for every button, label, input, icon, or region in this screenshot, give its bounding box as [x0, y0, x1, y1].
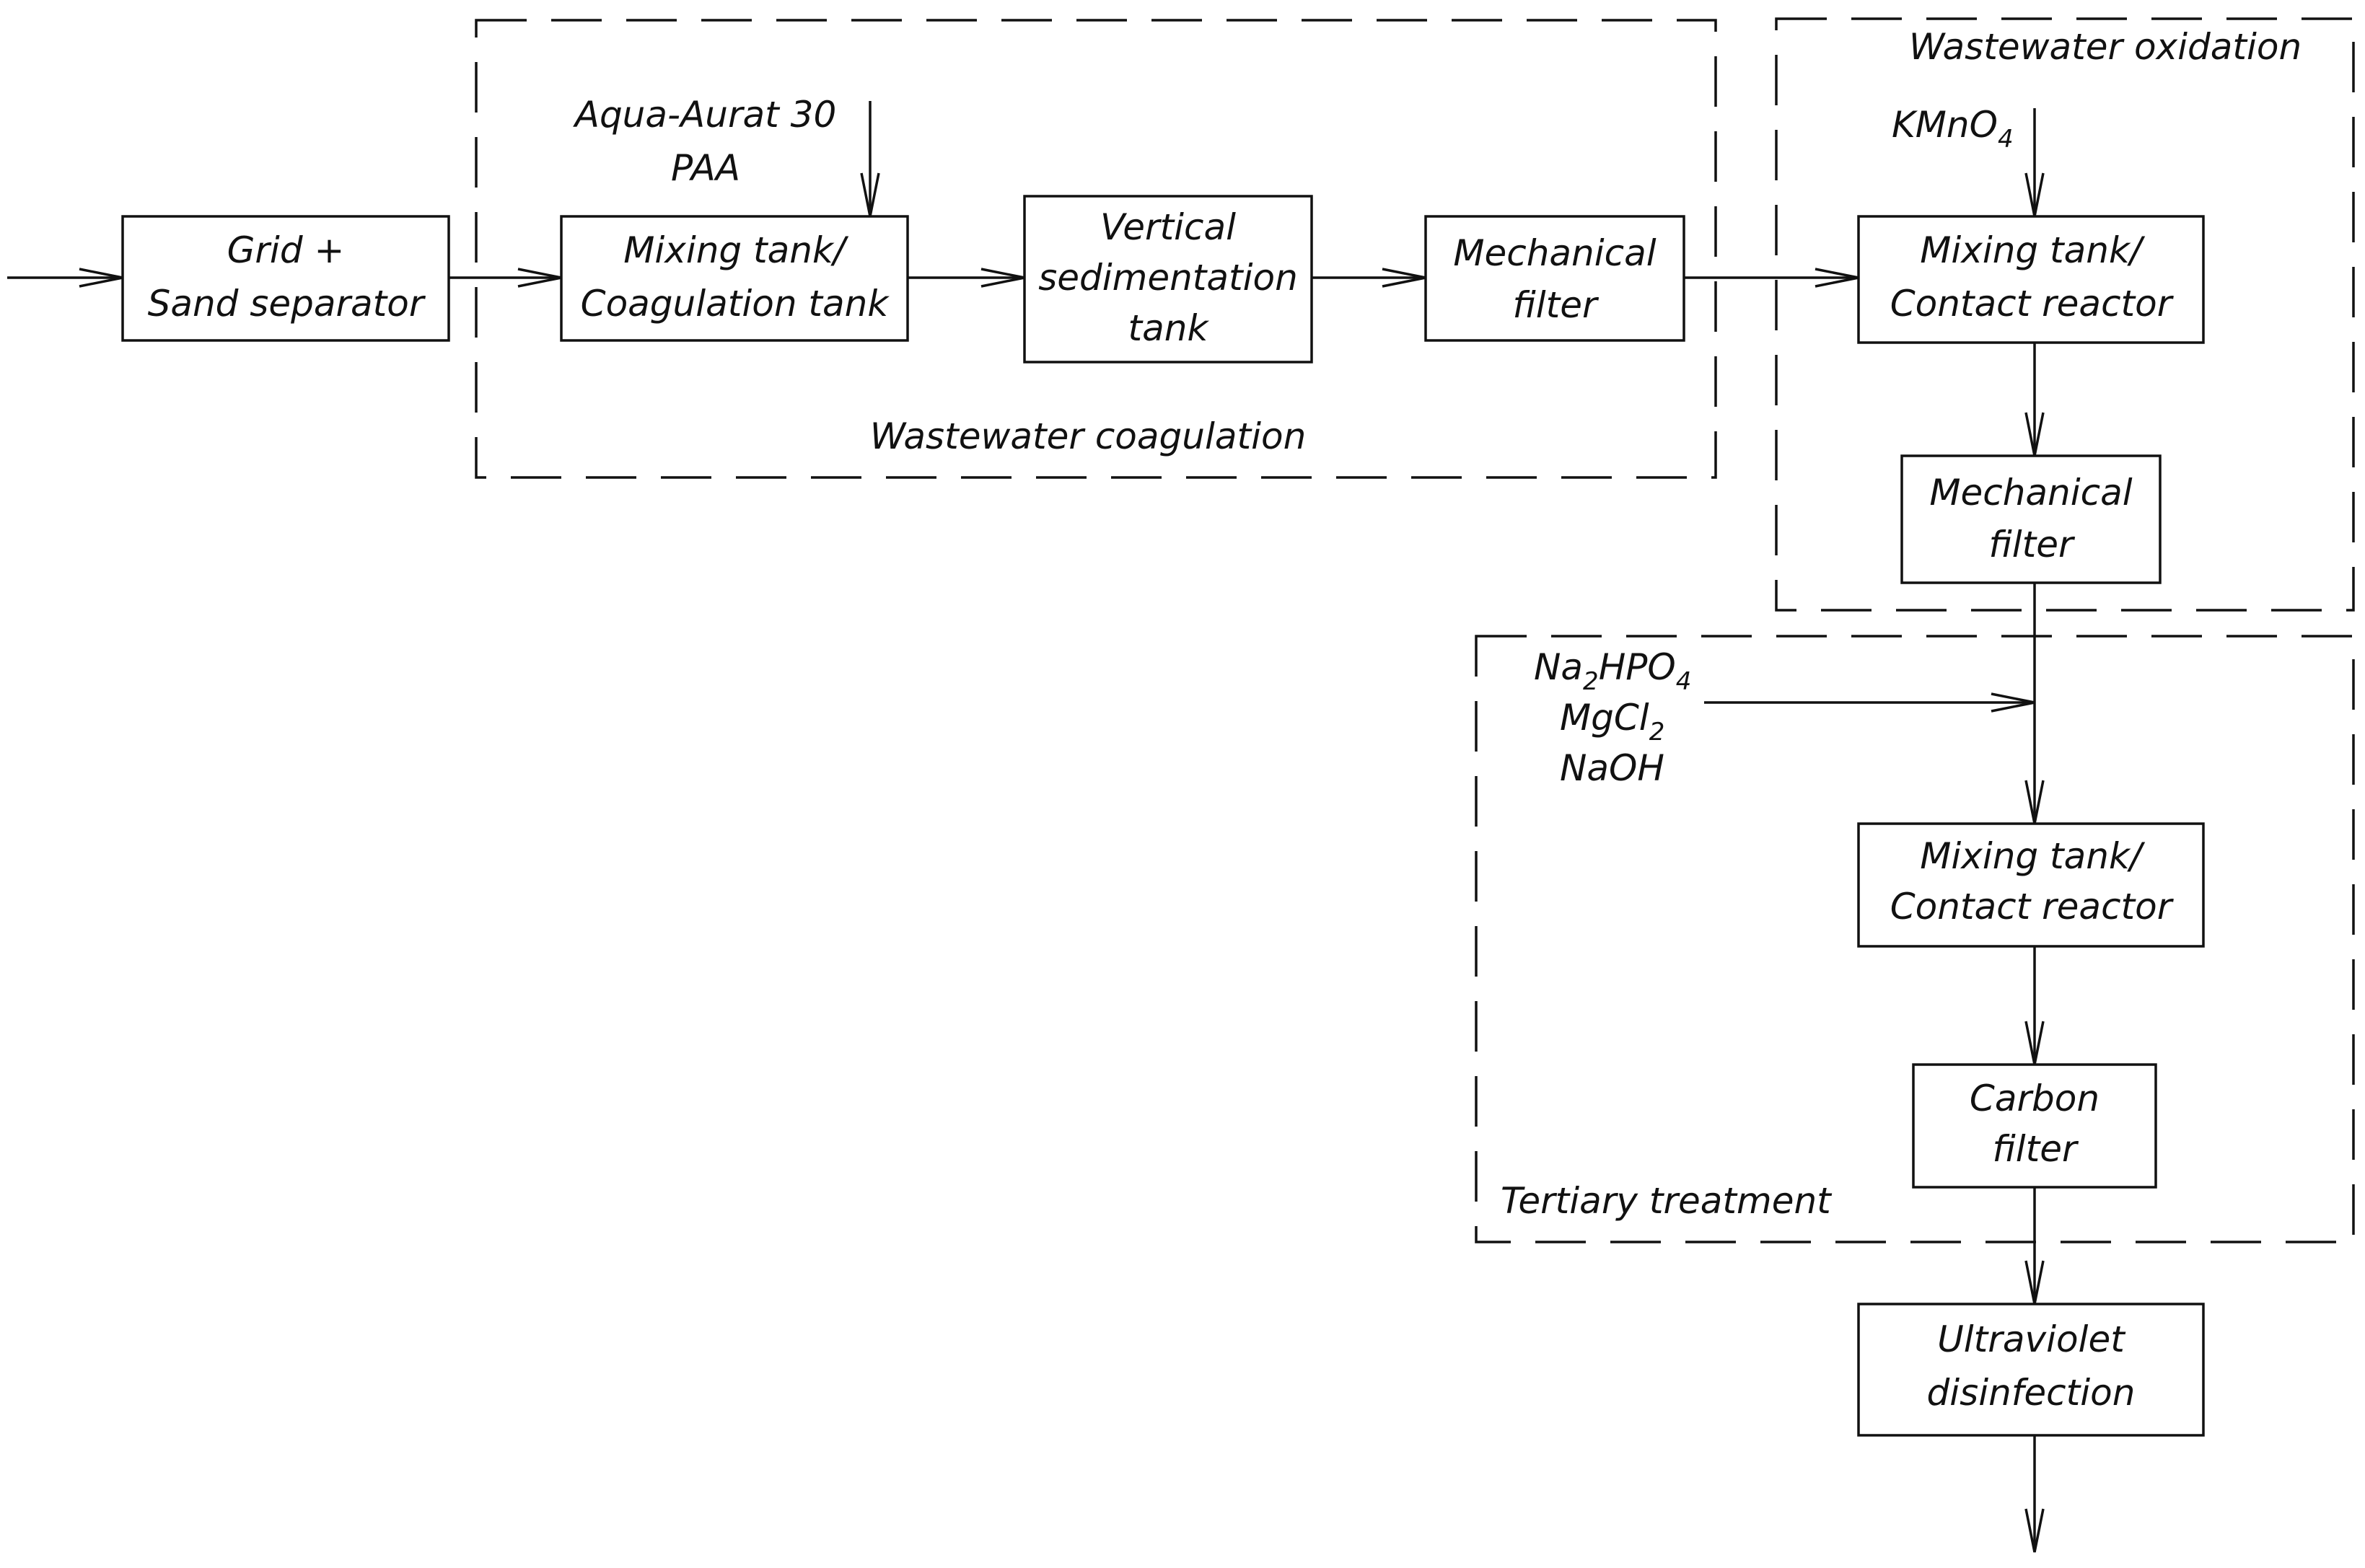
box-ultraviolet-disinfection: Ultraviolet disinfection: [1857, 1303, 2205, 1437]
box-mechanical-filter-1-line2: filter: [1512, 284, 1600, 326]
box-mixing-contact-reactor-2: Mixing tank/ Contact reactor: [1857, 822, 2205, 948]
reagent-na2hpo4-sub2: 4: [1676, 667, 1692, 696]
box-vertical-sedimentation-tank-line2: sedimentation: [1038, 257, 1298, 299]
box-grid-sand-separator-line2: Sand separator: [148, 283, 426, 325]
box-mixing-coagulation-tank-line2: Coagulation tank: [581, 283, 890, 325]
reagent-na2hpo4-sub1: 2: [1583, 667, 1599, 696]
box-mixing-contact-reactor-2-line1: Mixing tank/: [1920, 835, 2146, 877]
box-grid-sand-separator: Grid + Sand separator: [121, 215, 450, 342]
box-carbon-filter-line1: Carbon: [1970, 1078, 2099, 1119]
group-label-tertiary-treatment: Tertiary treatment: [1501, 1180, 1833, 1222]
reagent-na2hpo4-part2: HPO: [1599, 646, 1676, 688]
box-mechanical-filter-1-line1: Mechanical: [1453, 232, 1656, 274]
group-tertiary-treatment: [1475, 635, 2355, 1243]
box-vertical-sedimentation-tank-line3: tank: [1128, 307, 1210, 349]
box-ultraviolet-disinfection-line2: disinfection: [1927, 1372, 2136, 1414]
reagent-mgcl2: MgCl2: [1560, 697, 1664, 746]
arrowheads: [79, 172, 2045, 1553]
group-label-wastewater-oxidation: Wastewater oxidation: [1909, 26, 2302, 68]
box-mechanical-filter-2-line2: filter: [1988, 524, 2076, 565]
box-mechanical-filter-2: Mechanical filter: [1900, 454, 2162, 584]
box-mixing-contact-reactor-1-line1: Mixing tank/: [1920, 229, 2146, 271]
box-vertical-sedimentation-tank-line1: Vertical: [1100, 206, 1236, 248]
box-mixing-contact-reactor-1: Mixing tank/ Contact reactor: [1857, 215, 2205, 344]
box-mixing-contact-reactor-2-line2: Contact reactor: [1890, 886, 2175, 928]
group-wastewater-coagulation: [475, 19, 1717, 479]
reagent-kmno4-base: KMnO: [1892, 104, 1998, 146]
box-mixing-contact-reactor-1-line2: Contact reactor: [1890, 283, 2175, 325]
arrow-right-tertiary-dose: [1991, 692, 2035, 713]
box-mixing-coagulation-tank: Mixing tank/ Coagulation tank: [560, 215, 909, 342]
reagent-kmno4-subscript: 4: [1998, 125, 2014, 154]
box-grid-sand-separator-line1: Grid +: [227, 229, 345, 271]
box-mechanical-filter-2-line1: Mechanical: [1929, 472, 2132, 514]
box-carbon-filter-line2: filter: [1992, 1128, 2079, 1170]
reagent-na2hpo4-part1: Na: [1534, 646, 1583, 688]
box-carbon-filter: Carbon filter: [1912, 1063, 2157, 1189]
box-mechanical-filter-1: Mechanical filter: [1424, 215, 1685, 342]
reagent-paa: PAA: [671, 147, 740, 189]
box-mixing-coagulation-tank-line1: Mixing tank/: [623, 229, 849, 271]
reagent-mgcl2-part1: MgCl: [1560, 697, 1649, 739]
group-label-wastewater-coagulation: Wastewater coagulation: [870, 415, 1307, 457]
arrow-down-outlet: [2024, 1508, 2045, 1553]
reagent-na2hpo4: Na2HPO4: [1534, 646, 1691, 696]
reagent-kmno4: KMnO4: [1892, 104, 2014, 154]
reagent-mgcl2-sub1: 2: [1649, 718, 1665, 746]
box-vertical-sedimentation-tank: Vertical sedimentation tank: [1023, 195, 1313, 364]
group-wastewater-oxidation: [1775, 17, 2355, 612]
box-ultraviolet-disinfection-line1: Ultraviolet: [1937, 1318, 2126, 1360]
reagent-naoh: NaOH: [1560, 747, 1664, 789]
reagent-aqua-aurat-30: Aqua-Aurat 30: [573, 94, 837, 136]
